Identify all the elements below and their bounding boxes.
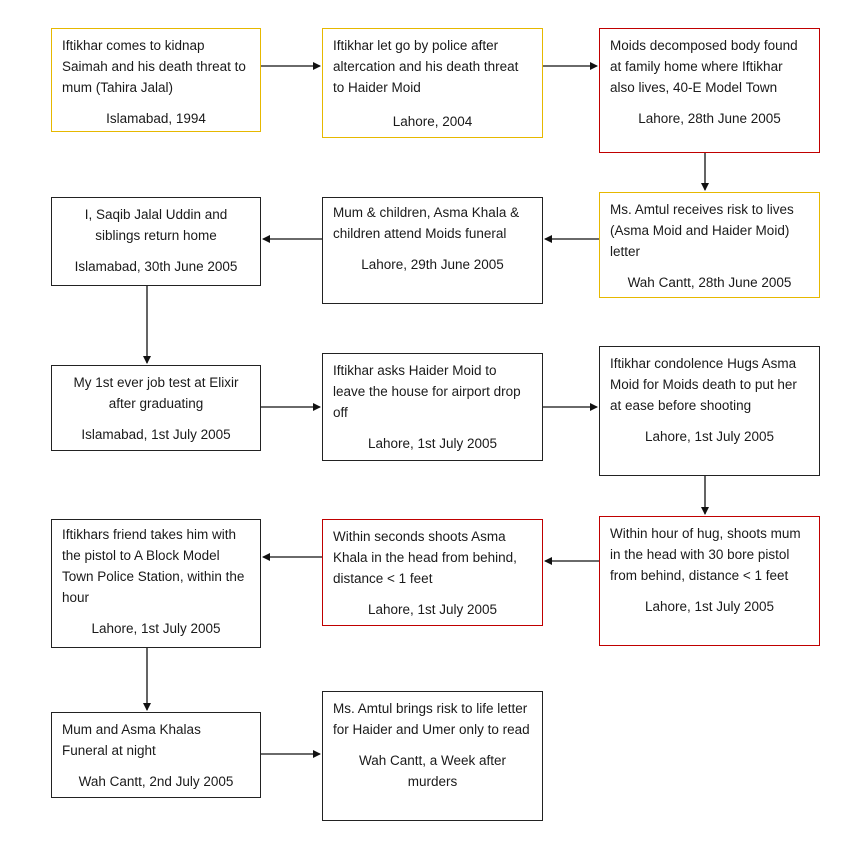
event-location-date: Lahore, 2004 — [392, 114, 473, 129]
event-job-test: My 1st ever job test at Elixir after gra… — [51, 365, 261, 451]
event-location-date: Lahore, 1st July 2005 — [644, 429, 775, 444]
event-location-date: Islamabad, 1994 — [106, 111, 206, 126]
event-description: My 1st ever job test at Elixir after gra… — [73, 375, 239, 411]
event-description: Mum & children, Asma Khala & children at… — [333, 205, 520, 241]
event-location-date: Lahore, 29th June 2005 — [361, 257, 504, 272]
event-kidnap-threat: Iftikhar comes to kidnap Saimah and his … — [51, 28, 261, 132]
event-airport-drop: Iftikhar asks Haider Moid to leave the h… — [322, 353, 543, 461]
event-description: I, Saqib Jalal Uddin and siblings return… — [84, 207, 228, 243]
event-description: Within hour of hug, shoots mum in the he… — [610, 526, 801, 583]
event-description: Moids decomposed body found at family ho… — [610, 38, 798, 95]
event-description: Ms. Amtul brings risk to life letter for… — [333, 701, 530, 737]
event-description: Iftikhar asks Haider Moid to leave the h… — [333, 363, 521, 420]
event-location-date: Wah Cantt, 2nd July 2005 — [78, 774, 234, 789]
event-description: Iftikhar comes to kidnap Saimah and his … — [62, 38, 246, 95]
event-description: Iftikhars friend takes him with the pist… — [62, 527, 245, 605]
event-location-date: Wah Cantt, 28th June 2005 — [627, 275, 792, 290]
event-location-date: Islamabad, 1st July 2005 — [81, 427, 231, 442]
event-description: Iftikhar condolence Hugs Asma Moid for M… — [610, 356, 797, 413]
event-mum-shot: Within hour of hug, shoots mum in the he… — [599, 516, 820, 646]
event-location-date: Lahore, 28th June 2005 — [638, 111, 781, 126]
event-location-date: Lahore, 1st July 2005 — [367, 602, 498, 617]
event-description: Mum and Asma Khalas Funeral at night — [62, 722, 201, 758]
event-description: Iftikhar let go by police after altercat… — [333, 38, 519, 95]
event-police-station: Iftikhars friend takes him with the pist… — [51, 519, 261, 648]
event-location-date: Lahore, 1st July 2005 — [367, 436, 498, 451]
event-risk-letter-received: Ms. Amtul receives risk to lives (Asma M… — [599, 192, 820, 298]
event-location-date: Lahore, 1st July 2005 — [91, 621, 221, 636]
event-location-date: Lahore, 1st July 2005 — [644, 599, 775, 614]
event-location-date: Islamabad, 30th June 2005 — [74, 259, 238, 274]
event-location-date: Wah Cantt, a Week after murders — [358, 753, 507, 789]
event-body-found: Moids decomposed body found at family ho… — [599, 28, 820, 153]
event-condolence-hug: Iftikhar condolence Hugs Asma Moid for M… — [599, 346, 820, 476]
event-moid-funeral: Mum & children, Asma Khala & children at… — [322, 197, 543, 304]
event-police-release: Iftikhar let go by police after altercat… — [322, 28, 543, 138]
event-risk-letter-shown: Ms. Amtul brings risk to life letter for… — [322, 691, 543, 821]
event-night-funeral: Mum and Asma Khalas Funeral at night Wah… — [51, 712, 261, 798]
event-asma-shot: Within seconds shoots Asma Khala in the … — [322, 519, 543, 626]
event-return-home: I, Saqib Jalal Uddin and siblings return… — [51, 197, 261, 286]
event-description: Within seconds shoots Asma Khala in the … — [333, 529, 517, 586]
event-description: Ms. Amtul receives risk to lives (Asma M… — [610, 202, 794, 259]
